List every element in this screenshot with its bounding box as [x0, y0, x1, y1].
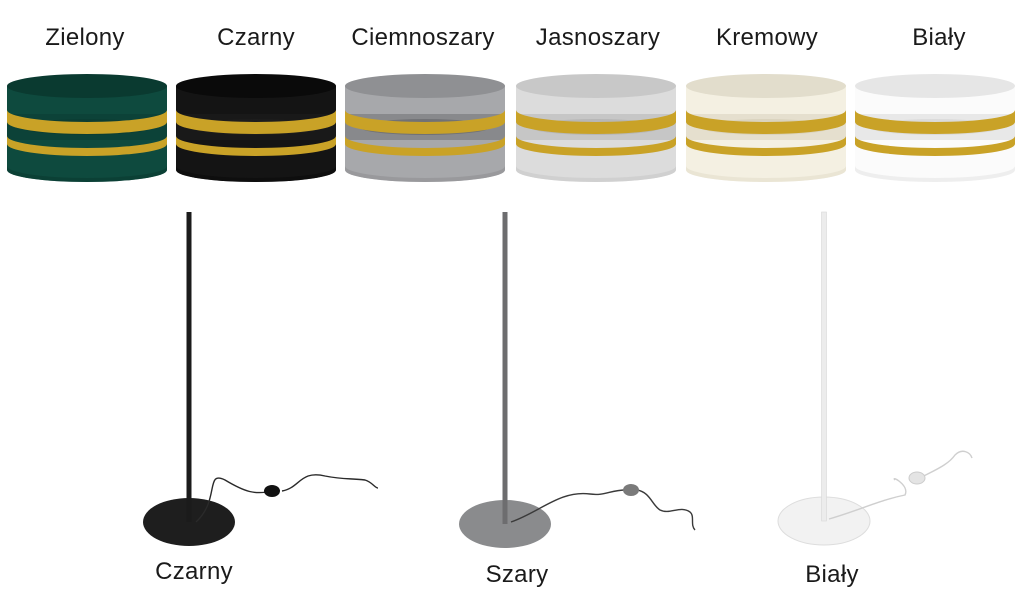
shade-top-rim	[176, 74, 336, 98]
gold-band-upper	[516, 110, 676, 134]
gold-band-upper	[686, 110, 846, 134]
lamp-switch	[908, 471, 926, 485]
shade-bottom-rim	[516, 166, 676, 182]
shade-bottom-rim	[345, 166, 505, 182]
shade-top-rim	[7, 74, 167, 98]
lamp-pole	[186, 212, 192, 522]
shade-zielony	[7, 74, 167, 182]
shade-bottom-rim	[176, 166, 336, 182]
lamp-switch	[264, 485, 280, 497]
shade-top-rim	[345, 74, 505, 98]
gold-band-lower	[855, 136, 1015, 156]
shade-kremowy	[686, 74, 846, 182]
shade-label-kremowy: Kremowy	[715, 24, 819, 51]
lamp-pole	[821, 211, 827, 522]
shade-label-ciemnoszary: Ciemnoszary	[351, 24, 495, 51]
gold-band-lower	[345, 136, 505, 156]
gold-band-lower	[516, 136, 676, 156]
shade-bottom-rim	[855, 166, 1015, 182]
lamp-switch	[623, 484, 639, 496]
shade-top-rim	[686, 74, 846, 98]
lamp-cable	[828, 450, 973, 520]
gold-band-lower	[7, 136, 167, 156]
gold-band-upper	[345, 110, 505, 134]
shade-top-rim	[855, 74, 1015, 98]
shade-bottom-rim	[7, 166, 167, 182]
lamp-pole	[502, 212, 508, 524]
shade-bialy	[855, 74, 1015, 182]
gold-band-upper	[7, 110, 167, 134]
base-label-szary: Szary	[485, 561, 549, 588]
shade-ciemnoszary	[345, 74, 505, 182]
shade-label-bialy: Biały	[912, 24, 966, 51]
shade-bottom-rim	[686, 166, 846, 182]
shade-jasnoszary	[516, 74, 676, 182]
base-label-czarny: Czarny	[155, 558, 233, 585]
gold-band-lower	[176, 136, 336, 156]
shade-czarny	[176, 74, 336, 182]
shade-label-jasnoszary: Jasnoszary	[535, 24, 661, 51]
lamp-cable	[510, 489, 696, 531]
base-label-bialy: Biały	[805, 561, 859, 588]
shade-top-rim	[516, 74, 676, 98]
lamp-cable	[195, 474, 379, 523]
shade-label-czarny: Czarny	[217, 24, 295, 51]
shade-label-zielony: Zielony	[45, 24, 125, 51]
gold-band-lower	[686, 136, 846, 156]
gold-band-upper	[855, 110, 1015, 134]
gold-band-upper	[176, 110, 336, 134]
